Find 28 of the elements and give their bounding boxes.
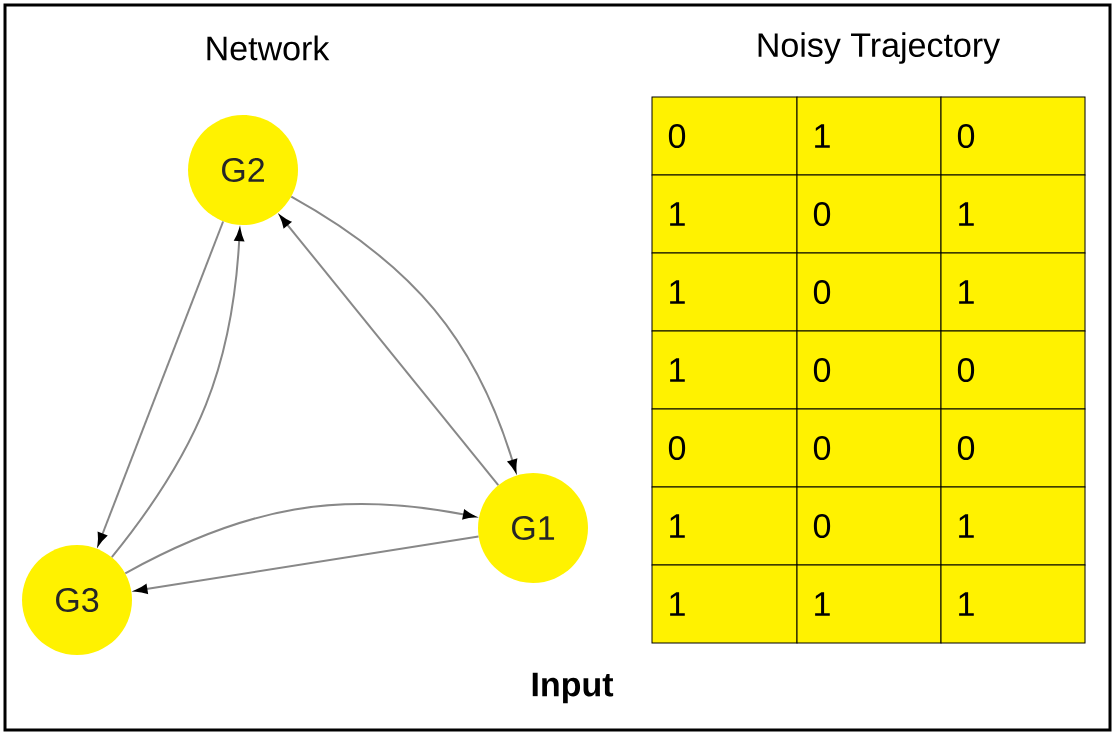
arrow (97, 220, 225, 546)
table-cell: 0 (796, 174, 942, 254)
table-cell: 0 (796, 408, 942, 488)
caption: Input (532, 672, 614, 704)
arrow (124, 503, 476, 575)
table-cell: 1 (940, 252, 1086, 332)
table-cell: 0 (940, 408, 1086, 488)
table-cell: 1 (651, 486, 798, 566)
heading: Network (207, 35, 330, 61)
table-cell: 1 (940, 174, 1086, 254)
table-cell: 0 (940, 96, 1086, 176)
table-cell: 1 (796, 564, 942, 644)
table-cell: 1 (651, 564, 798, 644)
table-cell: 0 (796, 486, 942, 566)
heading: Noisy Trajectory (758, 32, 1001, 64)
table-cell: 1 (940, 564, 1086, 644)
table-cell: 1 (651, 330, 798, 410)
table-cell: 0 (796, 252, 942, 332)
arrow (110, 228, 245, 559)
table-cell: 1 (796, 96, 942, 176)
table-cell: 1 (651, 174, 798, 254)
table-cell: 0 (651, 96, 798, 176)
table-cell: 0 (651, 408, 798, 488)
table-cell: 1 (651, 252, 798, 332)
table-cell: 1 (940, 486, 1086, 566)
arrow (134, 535, 480, 594)
table-cell: 0 (796, 330, 942, 410)
table-cell: 0 (940, 330, 1086, 410)
